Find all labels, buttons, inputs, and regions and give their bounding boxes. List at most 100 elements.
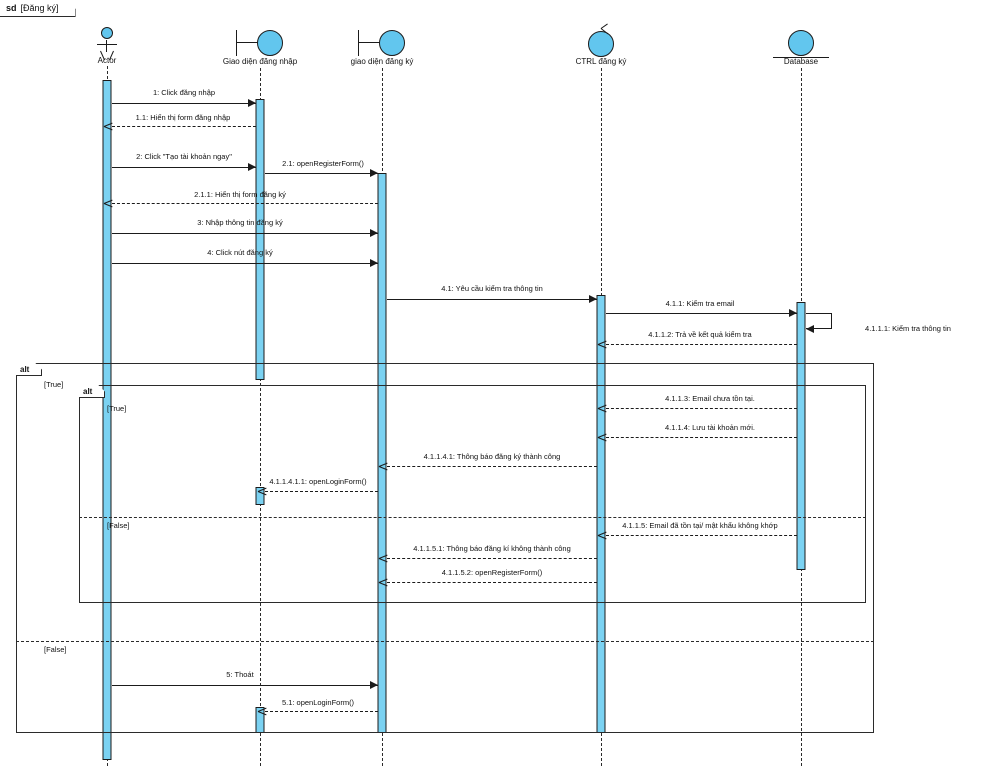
fragment-divider-inner <box>79 517 866 518</box>
lifeline-login-ui[interactable] <box>260 68 261 766</box>
message-label-1-1: 1.1: Hiển thị form đăng nhập <box>135 113 231 122</box>
message-label-4-1-1-4-1-1: 4.1.1.4.1.1: openLoginForm() <box>269 477 367 486</box>
message-arrowhead-4 <box>370 259 378 267</box>
message-arrowhead-2-1-1 <box>103 199 113 208</box>
message-line-4-1-1-4-1-1 <box>265 491 378 492</box>
control-icon-ctrl-register <box>585 23 617 61</box>
diagram-frame-tab: sd [Đăng ký] <box>0 0 76 17</box>
message-arrowhead-3 <box>370 229 378 237</box>
guard-outer-true: [True] <box>44 380 64 389</box>
message-label-2-1-1: 2.1.1: Hiển thị form đăng ký <box>194 190 286 199</box>
message-arrowhead-4-1-1-4 <box>597 433 607 442</box>
message-label-4-1-1-3: 4.1.1.3: Email chưa tồn tại. <box>665 394 755 403</box>
message-label-4-1-1-1: 4.1.1.1: Kiểm tra thông tin <box>865 324 951 333</box>
diagram-name-label: [Đăng ký] <box>20 3 59 13</box>
message-line-4-1-1-5 <box>606 535 797 536</box>
boundary-stem-icon <box>358 42 380 43</box>
message-arrowhead-4-1-1-2 <box>597 340 607 349</box>
message-arrowhead-4-1-1 <box>789 309 797 317</box>
lifeline-label-database: Database <box>783 57 819 66</box>
message-line-4-1-1-5-2 <box>387 582 597 583</box>
lifeline-label-login-ui: Giao diện đăng nhập <box>222 57 298 66</box>
boundary-bar-icon <box>358 30 359 56</box>
actor-head-icon <box>101 27 113 39</box>
message-arrowhead-5 <box>370 681 378 689</box>
message-arrowhead-1 <box>248 99 256 107</box>
lifeline-label-register-ui: giao diện đăng ký <box>350 57 414 66</box>
message-arrowhead-2-1 <box>370 169 378 177</box>
entity-icon-database <box>773 27 829 61</box>
message-line-5-1 <box>265 711 378 712</box>
boundary-bar-icon <box>236 30 237 56</box>
message-line-4-1 <box>387 299 597 300</box>
diagram-kind-label: sd <box>6 3 17 13</box>
entity-baseline-icon <box>773 57 829 58</box>
activation-bar-actor[interactable] <box>102 80 112 760</box>
message-label-1: 1: Click đăng nhập <box>152 88 216 97</box>
message-arrowhead-4-1 <box>589 295 597 303</box>
message-arrowhead-4-1-1-5-1 <box>378 554 388 563</box>
message-arrowhead-5-1 <box>257 707 267 716</box>
message-label-4-1: 4.1: Yêu cầu kiểm tra thông tin <box>441 284 543 293</box>
message-label-4-1-1-4-1: 4.1.1.4.1: Thông báo đăng ký thành công <box>423 452 561 461</box>
self-message-bracket-4-1-1-1 <box>806 313 832 329</box>
message-label-3: 3: Nhập thông tin đăng ký <box>197 218 283 227</box>
guard-inner-true: [True] <box>107 404 127 413</box>
boundary-circle-icon <box>379 30 405 56</box>
guard-outer-false: [False] <box>44 645 67 654</box>
entity-circle-icon <box>788 30 814 56</box>
message-line-1 <box>112 103 256 104</box>
message-label-5: 5: Thoát <box>226 670 254 679</box>
fragment-divider-outer <box>16 641 874 642</box>
message-line-4-1-1-4 <box>606 437 797 438</box>
message-arrowhead-1-1 <box>103 122 113 131</box>
message-arrowhead-4-1-1-1 <box>806 325 814 333</box>
boundary-icon-register-ui <box>354 27 410 61</box>
boundary-circle-icon <box>257 30 283 56</box>
actor-arms-icon <box>97 44 117 45</box>
message-arrowhead-4-1-1-5 <box>597 531 607 540</box>
message-line-4-1-1 <box>606 313 797 314</box>
activation-bar-login-ui[interactable] <box>255 99 265 380</box>
activation-bar-login-ui-open-login[interactable] <box>255 487 265 505</box>
actor-body-icon <box>106 40 107 52</box>
actor-stick-figure-icon <box>92 27 122 61</box>
message-label-4-1-1-5-2: 4.1.1.5.2: openRegisterForm() <box>441 568 543 577</box>
lifeline-label-ctrl-register: CTRL đăng ký <box>575 57 627 66</box>
message-label-2-1: 2.1: openRegisterForm() <box>282 159 364 168</box>
fragment-operator-alt-inner: alt <box>79 385 105 398</box>
message-label-4: 4: Click nút đăng ký <box>207 248 273 257</box>
message-arrowhead-4-1-1-5-2 <box>378 578 388 587</box>
message-line-4-1-1-5-1 <box>387 558 597 559</box>
fragment-alt-inner <box>79 385 866 603</box>
message-line-1-1 <box>112 126 256 127</box>
message-label-2: 2: Click "Tạo tài khoản ngay" <box>136 152 232 161</box>
control-arrow-barb-icon <box>600 23 608 29</box>
message-line-2-1 <box>265 173 378 174</box>
fragment-operator-alt-outer: alt <box>16 363 42 376</box>
message-label-4-1-1-5-1: 4.1.1.5.1: Thông báo đăng kí không thành… <box>413 544 571 553</box>
message-label-4-1-1-5: 4.1.1.5: Email đã tồn tại/ mật khẩu khôn… <box>622 521 778 530</box>
message-arrowhead-4-1-1-3 <box>597 404 607 413</box>
activation-bar-database[interactable] <box>796 302 806 570</box>
message-line-4-1-1-2 <box>606 344 797 345</box>
message-line-4-1-1-4-1 <box>387 466 597 467</box>
boundary-stem-icon <box>236 42 258 43</box>
message-line-4-1-1-3 <box>606 408 797 409</box>
message-label-4-1-1-4: 4.1.1.4: Lưu tài khoản mới. <box>665 423 755 432</box>
lifeline-label-actor: Actor <box>97 56 117 65</box>
message-label-5-1: 5.1: openLoginForm() <box>281 698 355 707</box>
boundary-icon-login-ui <box>232 27 288 61</box>
fragment-alt-outer <box>16 363 874 733</box>
message-label-4-1-1: 4.1.1: Kiểm tra email <box>665 299 735 308</box>
message-arrowhead-4-1-1-4-1-1 <box>257 487 267 496</box>
control-circle-icon <box>588 31 614 57</box>
message-line-3 <box>112 233 378 234</box>
message-line-2-1-1 <box>112 203 378 204</box>
guard-inner-false: [False] <box>107 521 130 530</box>
message-line-2 <box>112 167 256 168</box>
message-arrowhead-2 <box>248 163 256 171</box>
message-line-4 <box>112 263 378 264</box>
message-line-5 <box>112 685 378 686</box>
